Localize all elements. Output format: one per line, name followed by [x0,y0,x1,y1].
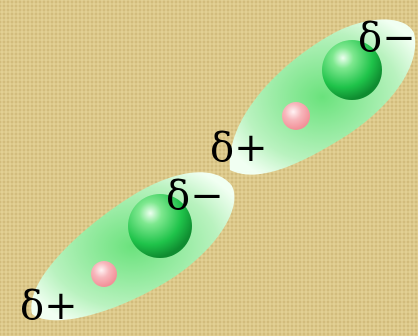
upper-positive-charge-label: δ+ [210,125,268,171]
upper-negative-charge-label: δ− [358,15,416,61]
lower-large-atom [128,194,192,258]
lower-negative-charge-label: δ− [166,173,224,219]
upper-large-atom [322,40,382,100]
lower-positive-charge-label: δ+ [20,283,78,329]
upper-dipole [229,19,416,175]
lower-dipole [31,172,235,321]
lower-small-atom [91,261,117,287]
upper-small-atom [282,102,310,130]
